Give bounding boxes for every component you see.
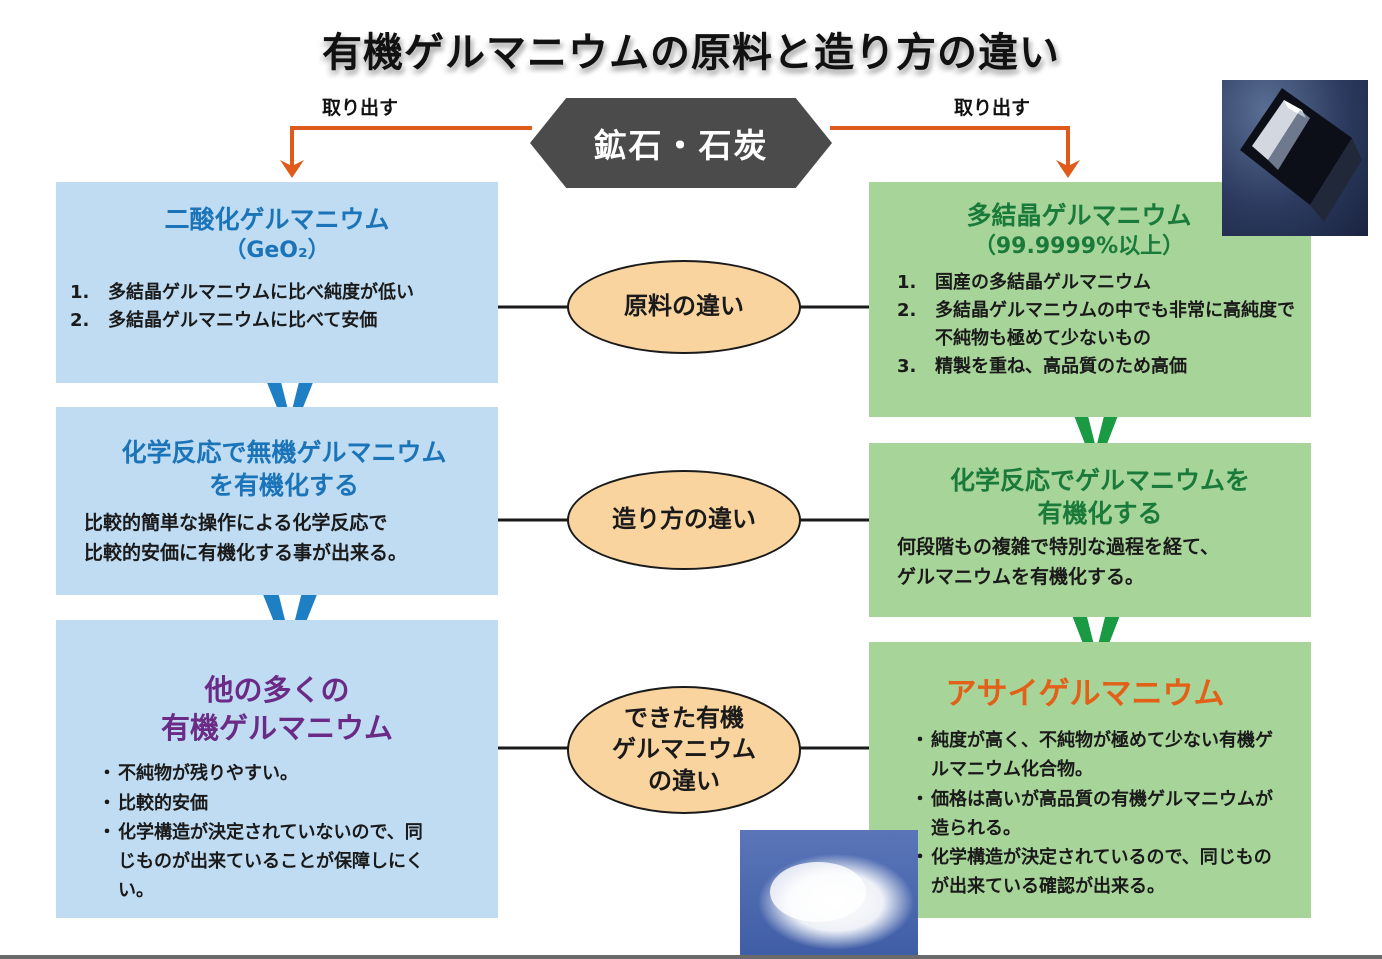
left-box2-text-line1: 比較的簡単な操作による化学反応で: [84, 512, 388, 534]
right-box-chemical-reaction: 化学反応でゲルマニウムを 有機化する 何段階もの複雑で特別な過程を経て、 ゲルマ…: [869, 443, 1311, 617]
right-extract-label: 取り出す: [954, 97, 1031, 119]
left-extract-arrowhead: [280, 160, 304, 178]
left-extract-arrow: [290, 126, 532, 168]
list-item: 2.多結晶ゲルマニウムの中でも非常に高純度で不純物も極めて少ないもの: [897, 299, 1295, 349]
right-box2-text-line1: 何段階もの複雑で特別な過程を経て、: [897, 536, 1220, 558]
source-ore-coal: 鉱石・石炭: [530, 98, 832, 188]
ellipse-raw-material-difference: 原料の違い: [567, 260, 801, 354]
germanium-ingot-photo: [1222, 80, 1368, 236]
right-box-polycrystalline-germanium: 多結晶ゲルマニウム （99.9999%以上） 1.国産の多結晶ゲルマニウム 2.…: [869, 182, 1311, 417]
right-box2-title-line2: 有機化する: [1037, 498, 1163, 528]
right-box3-bullets: ・純度が高く、不純物が極めて少ない有機ゲルマニウム化合物。 ・価格は高いが高品質…: [911, 726, 1289, 901]
ellipse-product-difference: できた有機 ゲルマニウム の違い: [567, 686, 801, 814]
right-box1-list: 1.国産の多結晶ゲルマニウム 2.多結晶ゲルマニウムの中でも非常に高純度で不純物…: [897, 269, 1301, 381]
right-chevron-2: [1068, 605, 1124, 667]
left-box1-title: 二酸化ゲルマニウム: [164, 205, 390, 234]
left-box2-text-line2: 比較的安価に有機化する事が出来る。: [84, 542, 408, 565]
left-box1-list: 1.多結晶ゲルマニウムに比べ純度が低い 2.多結晶ゲルマニウムに比べて安価: [70, 279, 498, 335]
left-box2-title-line2: を有機化する: [208, 470, 359, 500]
ellipse3-line3: の違い: [648, 766, 720, 795]
left-chevron-2: [262, 592, 318, 652]
right-box2-text-line2: ゲルマニウムを有機化する。: [897, 566, 1145, 589]
left-box3-title-line2: 有機ゲルマニウム: [160, 710, 393, 745]
left-box3-title-line1: 他の多くの: [204, 673, 350, 707]
asai-germanium-powder-photo: [740, 830, 918, 959]
list-item: ・化学構造が決定されていないので、同じものが出来ていることが保障しにくい。: [98, 821, 424, 901]
ellipse-manufacturing-difference: 造り方の違い: [567, 470, 801, 570]
left-box3-bullets: ・不純物が残りやすい。 ・比較的安価 ・化学構造が決定されていないので、同じもの…: [98, 759, 438, 905]
left-box-other-organic-germanium: 他の多くの 有機ゲルマニウム ・不純物が残りやすい。 ・比較的安価 ・化学構造が…: [56, 620, 498, 918]
right-extract-arrow: [830, 126, 1070, 168]
ellipse3-line2: ゲルマニウム: [612, 735, 756, 764]
powder-image: [758, 854, 914, 950]
left-box-germanium-dioxide: 二酸化ゲルマニウム （GeO₂） 1.多結晶ゲルマニウムに比べ純度が低い 2.多…: [56, 182, 498, 383]
left-box1-formula: （GeO₂）: [224, 237, 330, 263]
right-box2-title-line1: 化学反応でゲルマニウムを: [949, 466, 1250, 495]
list-item: ・価格は高いが高品質の有機ゲルマニウムが造られる。: [911, 788, 1273, 839]
list-item: ・純度が高く、不純物が極めて少ない有機ゲルマニウム化合物。: [911, 730, 1273, 781]
list-item: ・化学構造が決定されているので、同じものが出来ている確認が出来る。: [911, 846, 1272, 898]
right-box1-subtitle: （99.9999%以上）: [973, 233, 1185, 259]
list-item: 1.国産の多結晶ゲルマニウム: [897, 272, 1151, 294]
right-box1-title: 多結晶ゲルマニウム: [966, 201, 1192, 230]
bottom-rule: [0, 955, 1382, 959]
right-box3-title: アサイゲルマニウム: [945, 676, 1225, 712]
list-item: ・比較的安価: [98, 792, 208, 814]
left-box2-title-line1: 化学反応で無機ゲルマニウム: [121, 438, 447, 467]
list-item: 1.多結晶ゲルマニウムに比べ純度が低い: [70, 282, 414, 304]
left-extract-label: 取り出す: [322, 97, 399, 119]
ellipse3-line1: できた有機: [624, 704, 744, 733]
list-item: 3.精製を重ね、高品質のため高価: [897, 355, 1187, 377]
left-box-chemical-reaction: 化学反応で無機ゲルマニウム を有機化する 比較的簡単な操作による化学反応で 比較…: [56, 407, 498, 595]
ingot-image: [1240, 88, 1362, 222]
page-title: 有機ゲルマニウムの原料と造り方の違い: [322, 29, 1060, 76]
list-item: 2.多結晶ゲルマニウムに比べて安価: [70, 309, 378, 331]
left-chevron-1: [262, 370, 318, 430]
right-box-asai-germanium: アサイゲルマニウム ・純度が高く、不純物が極めて少ない有機ゲルマニウム化合物。 …: [869, 642, 1311, 918]
right-extract-arrowhead: [1056, 160, 1080, 178]
list-item: ・不純物が残りやすい。: [98, 763, 298, 785]
